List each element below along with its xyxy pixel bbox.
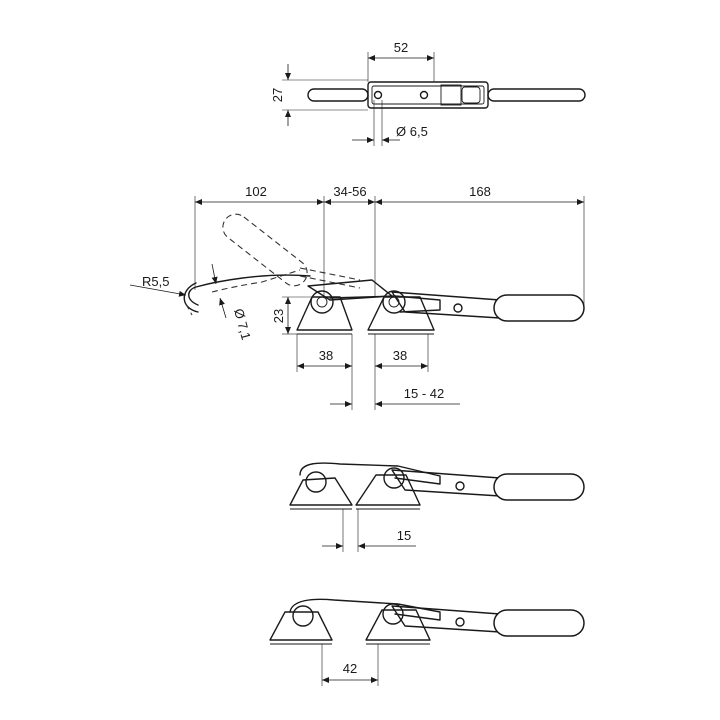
top-rod	[307, 88, 369, 102]
open-handle-outline	[222, 213, 308, 287]
top-view: 52 27 Ø 6,5	[270, 40, 586, 146]
dim-hole-diameter: Ø 6,5	[396, 124, 428, 139]
max-link-arm	[289, 598, 441, 621]
top-knuckle	[461, 86, 481, 104]
dim-base-height: 23	[271, 309, 286, 323]
top-hole-left	[373, 90, 383, 100]
position-max-view: 42	[269, 598, 585, 686]
pivot-left	[310, 290, 334, 314]
leader-wire	[219, 297, 227, 319]
open-link-outline	[299, 275, 361, 289]
handle-grip	[493, 294, 585, 322]
dim-max-spacing: 42	[343, 661, 357, 676]
handle-lever	[391, 291, 501, 319]
min-handle-lever	[391, 469, 501, 497]
open-hook-outline	[211, 269, 301, 293]
dim-base-right-width: 38	[393, 348, 407, 363]
dim-min-spacing: 15	[397, 528, 411, 543]
leader-wire	[211, 263, 218, 285]
hook-curl	[183, 282, 199, 313]
min-handle-grip	[493, 473, 585, 501]
top-hole-right	[419, 90, 429, 100]
link-arm-lower	[329, 295, 441, 313]
top-pivot-block	[440, 84, 462, 106]
dim-base-left-width: 38	[319, 348, 333, 363]
dim-wire-diameter: Ø 7,1	[231, 307, 254, 342]
handle-hole	[453, 303, 463, 313]
max-pivot-right	[382, 603, 404, 625]
max-base-right	[365, 609, 431, 641]
dim-hook-length: 102	[245, 184, 267, 199]
open-link-outline	[299, 267, 361, 281]
dim-handle-length: 168	[469, 184, 491, 199]
max-pivot-left	[292, 605, 314, 627]
min-pivot-left	[305, 471, 327, 493]
dim-radius: R5,5	[142, 274, 169, 289]
hook-wire	[188, 274, 311, 306]
min-pivot-right	[383, 467, 405, 489]
max-handle-hole	[455, 617, 465, 627]
position-min-view: 15	[289, 462, 585, 552]
base-right	[367, 296, 435, 331]
base-left	[296, 296, 353, 331]
max-base-left	[269, 611, 333, 641]
dim-top-height: 27	[270, 88, 285, 102]
side-view: 102 34-56 168 R5,5 Ø 7,1 23 38 38 15 - 4…	[129, 184, 585, 410]
hook-tip-outline	[185, 303, 193, 316]
min-base-left	[289, 477, 353, 506]
max-handle-grip	[493, 609, 585, 637]
leader-radius	[129, 284, 187, 297]
pivot-left-pin	[316, 296, 328, 308]
top-bracket-inner	[371, 85, 485, 105]
dim-spacing-range: 15 - 42	[404, 386, 444, 401]
pivot-right-pin	[388, 296, 400, 308]
dim-adjust-range: 34-56	[333, 184, 366, 199]
dim-top-width: 52	[394, 40, 408, 55]
min-handle-hole	[455, 481, 465, 491]
pivot-right	[382, 290, 406, 314]
top-handle	[487, 88, 586, 102]
min-base-right	[355, 474, 421, 506]
